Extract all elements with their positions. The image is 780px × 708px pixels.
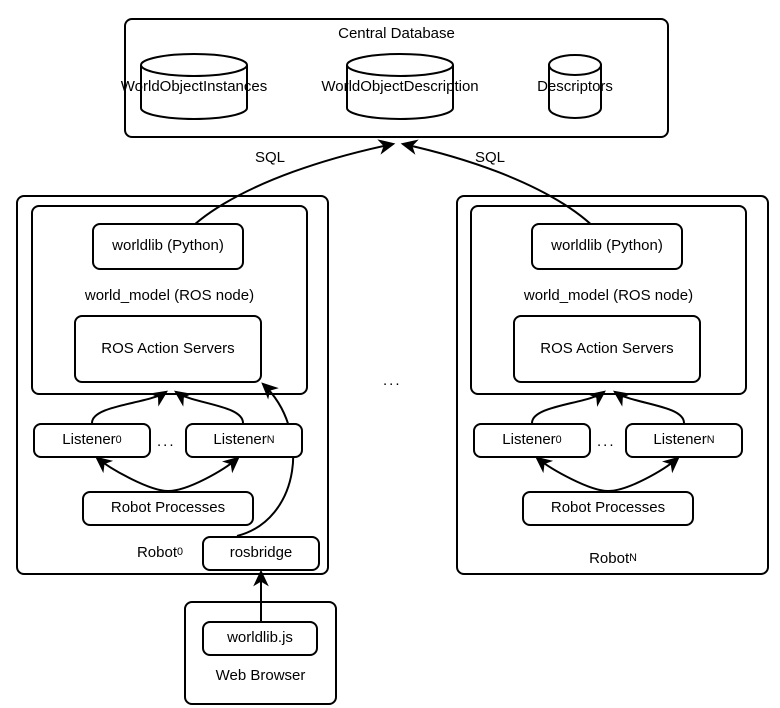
robot-n-name-base: Robot bbox=[589, 549, 630, 567]
worldlib-js-box[interactable] bbox=[202, 621, 318, 656]
robot-0-action-servers-box[interactable] bbox=[74, 315, 262, 383]
cylinder-label-world-object-description: WorldObjectDescription bbox=[321, 77, 479, 95]
robot-n-action-servers-box[interactable] bbox=[513, 315, 701, 383]
central-database-box[interactable] bbox=[124, 18, 669, 138]
listener-n-base: Listener bbox=[213, 431, 267, 449]
sql-label-left: SQL bbox=[254, 148, 285, 166]
robot-n-action-servers-label: ROS Action Servers bbox=[540, 339, 674, 357]
robot-n-processes-label: Robot Processes bbox=[550, 499, 666, 517]
sql-label-right: SQL bbox=[474, 148, 505, 166]
robot-0-processes-label: Robot Processes bbox=[110, 499, 226, 517]
robot-0-box[interactable] bbox=[16, 195, 329, 575]
listener-0-base: Listener bbox=[502, 431, 556, 449]
web-browser-label: Web Browser bbox=[215, 666, 306, 684]
arrow-left-listener0-to-action-servers bbox=[91, 390, 168, 424]
robot-n-world-model-box[interactable] bbox=[470, 205, 747, 395]
robot-n-world-model-label: world_model (ROS node) bbox=[523, 286, 694, 304]
robot-0-world-model-box[interactable] bbox=[31, 205, 308, 395]
rosbridge-label: rosbridge bbox=[229, 544, 293, 562]
listener-0-subscript: 0 bbox=[555, 433, 562, 446]
robots-separator-ellipsis: ... bbox=[383, 372, 402, 389]
robot-0-name-subscript: 0 bbox=[177, 546, 184, 559]
central-database-title: Central Database bbox=[338, 24, 455, 42]
rosbridge-box[interactable] bbox=[202, 536, 320, 571]
cylinder-label-world-object-instances: WorldObjectInstances bbox=[120, 77, 268, 95]
web-browser-box[interactable] bbox=[184, 601, 337, 705]
robot-n-listener-ellipsis: ... bbox=[597, 433, 616, 450]
cylinder-label-descriptors: Descriptors bbox=[537, 77, 613, 95]
robot-n-name-subscript: N bbox=[629, 552, 637, 565]
robot-n-box[interactable] bbox=[456, 195, 769, 575]
listener-0-base: Listener bbox=[62, 431, 116, 449]
cylinder-descriptors bbox=[548, 54, 602, 119]
robot-0-name-base: Robot bbox=[136, 543, 177, 561]
robot-n-processes-box[interactable] bbox=[522, 491, 694, 526]
arrow-right-processes-to-listener0 bbox=[535, 456, 609, 492]
robot-0-worldlib-box[interactable] bbox=[92, 223, 244, 270]
cylinder-world-object-instances bbox=[140, 53, 248, 120]
robot-0-world-model-label: world_model (ROS node) bbox=[84, 286, 255, 304]
robot-0-processes-box[interactable] bbox=[82, 491, 254, 526]
arrow-right-processes-to-listenerN bbox=[607, 456, 680, 492]
arrow-rosbridge-to-action-servers bbox=[236, 382, 295, 537]
robot-0-listener-0-box[interactable] bbox=[33, 423, 151, 458]
arrow-left-processes-to-listenerN bbox=[167, 456, 240, 492]
listener-n-base: Listener bbox=[653, 431, 707, 449]
listener-0-subscript: 0 bbox=[115, 433, 122, 446]
robot-n-worldlib-label: worldlib (Python) bbox=[551, 237, 663, 255]
arrow-right-listenerN-to-action-servers bbox=[613, 390, 685, 424]
cylinder-world-object-description bbox=[346, 53, 454, 120]
robot-0-listener-ellipsis: ... bbox=[157, 433, 176, 450]
robot-0-worldlib-label: worldlib (Python) bbox=[112, 237, 224, 255]
robot-n-worldlib-box[interactable] bbox=[531, 223, 683, 270]
robot-n-listener-0-box[interactable] bbox=[473, 423, 591, 458]
arrow-left-listenerN-to-action-servers bbox=[174, 390, 244, 424]
robot-0-action-servers-label: ROS Action Servers bbox=[101, 339, 235, 357]
listener-n-subscript: N bbox=[706, 433, 715, 446]
robot-n-listener-n-box[interactable] bbox=[625, 423, 743, 458]
robot-0-listener-n-box[interactable] bbox=[185, 423, 303, 458]
arrow-right-listener0-to-action-servers bbox=[531, 390, 606, 424]
worldlib-js-label: worldlib.js bbox=[227, 629, 293, 647]
listener-n-subscript: N bbox=[266, 433, 275, 446]
arrow-left-processes-to-listener0 bbox=[95, 456, 169, 492]
